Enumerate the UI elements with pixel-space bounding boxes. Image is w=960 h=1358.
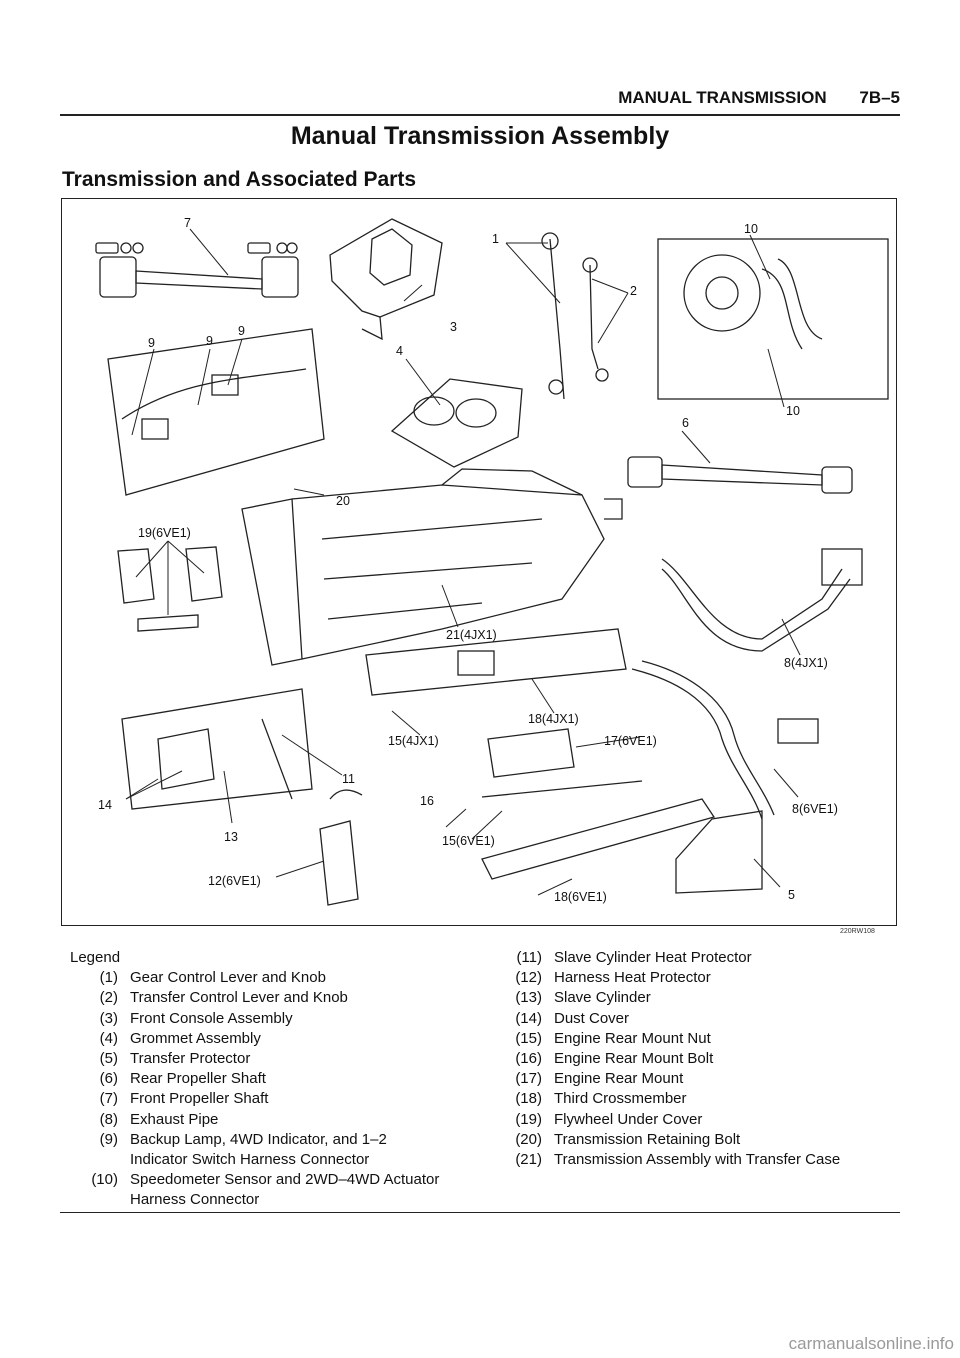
legend-item: (4)Grommet Assembly — [99, 1029, 261, 1047]
legend-right-column: (11)Slave Cylinder Heat Protector (12)Ha… — [492, 948, 912, 1170]
legend-left-column: Legend (1)Gear Control Lever and Knob (2… — [68, 948, 488, 1211]
transmission-assembly-illustration — [241, 468, 623, 666]
callout: 21(4JX1) — [446, 628, 497, 642]
legend-item: (18)Third Crossmember — [515, 1090, 687, 1108]
callout: 12(6VE1) — [208, 874, 261, 888]
callout: 4 — [396, 344, 403, 358]
callout: 8(4JX1) — [784, 656, 828, 670]
engine-rear-mount-6ve1-illustration — [481, 728, 643, 798]
callout: 10 — [744, 222, 758, 236]
grommet-assembly-illustration — [390, 378, 523, 468]
diagram-drawing: 7 1 2 10 10 3 4 6 9 9 9 20 19(6VE1) 21(4… — [95, 216, 889, 906]
page-title: Manual Transmission Assembly — [290, 122, 670, 150]
callout: 6 — [682, 416, 689, 430]
legend-item: (5)Transfer Protector — [99, 1050, 251, 1068]
section-subtitle: Transmission and Associated Parts — [62, 168, 417, 191]
callout: 8(6VE1) — [792, 802, 838, 816]
legend-item: (16)Engine Rear Mount Bolt — [515, 1050, 714, 1068]
legend-item: (17)Engine Rear Mount — [515, 1070, 684, 1088]
legend-item: (13)Slave Cylinder — [515, 989, 651, 1007]
callout: 20 — [336, 494, 350, 508]
legend-item: (3)Front Console Assembly — [99, 1009, 293, 1027]
legend-item: (20)Transmission Retaining Bolt — [515, 1130, 741, 1148]
slave-cylinder-area-illustration — [121, 688, 313, 810]
legend-item: (12)Harness Heat Protector — [515, 969, 711, 987]
transfer-protector-illustration — [675, 810, 763, 894]
legend-item: (7)Front Propeller Shaft — [99, 1090, 269, 1108]
flywheel-under-cover-illustration — [117, 546, 223, 632]
legend-item: (11)Slave Cylinder Heat Protector — [516, 949, 752, 966]
legend-item: (21)Transmission Assembly with Transfer … — [515, 1151, 841, 1169]
callout: 9 — [206, 334, 213, 348]
legend-item: (6)Rear Propeller Shaft — [99, 1070, 266, 1088]
callout: 2 — [630, 284, 637, 298]
legend-item: (14)Dust Cover — [515, 1009, 630, 1027]
exploded-parts-diagram: 7 1 2 10 10 3 4 6 9 9 9 20 19(6VE1) 21(4… — [61, 198, 897, 926]
third-crossmember-6ve1-illustration — [481, 798, 716, 880]
legend-item: (2)Transfer Control Lever and Knob — [99, 989, 348, 1007]
rear-propeller-shaft-illustration — [627, 456, 853, 494]
legend-title: Legend — [70, 949, 121, 966]
legend-item: (15)Engine Rear Mount Nut — [515, 1029, 711, 1047]
callout-labels: 7 1 2 10 10 3 4 6 9 9 9 20 19(6VE1) 21(4… — [98, 216, 838, 904]
callout: 19(6VE1) — [138, 526, 191, 540]
harness-heat-protector-illustration — [319, 789, 363, 906]
callout: 10 — [786, 404, 800, 418]
callout: 9 — [238, 324, 245, 338]
front-console-illustration — [329, 218, 443, 341]
harness-connector-area-illustration — [107, 328, 325, 496]
footer-rule — [60, 1212, 900, 1213]
section-title: MANUAL TRANSMISSION — [618, 88, 827, 107]
legend-item: (10)Speedometer Sensor and 2WD–4WD Actua… — [91, 1171, 440, 1189]
exhaust-pipe-6ve1-illustration — [631, 660, 819, 820]
callout: 15(6VE1) — [442, 834, 495, 848]
callout: 13 — [224, 830, 238, 844]
legend-item: (19)Flywheel Under Cover — [515, 1110, 703, 1128]
watermark-text: carmanualsonline.info — [788, 1334, 954, 1353]
callout: 11 — [342, 772, 355, 786]
callout: 16 — [420, 794, 434, 808]
control-levers-illustration — [541, 232, 609, 400]
legend-item-continued: Harness Connector — [130, 1191, 260, 1209]
header-rule — [60, 114, 900, 116]
callout: 17(6VE1) — [604, 734, 657, 748]
callout: 5 — [788, 888, 795, 902]
callout: 15(4JX1) — [388, 734, 439, 748]
front-propeller-shaft-illustration — [95, 242, 299, 298]
legend-item: (9)Backup Lamp, 4WD Indicator, and 1–2 — [99, 1130, 387, 1148]
exhaust-pipe-4jx1-illustration — [661, 548, 863, 652]
callout: 18(4JX1) — [528, 712, 579, 726]
figure-code: 220RW108 — [840, 928, 875, 935]
legend-item: (8)Exhaust Pipe — [99, 1110, 219, 1128]
callout: 3 — [450, 320, 457, 334]
third-crossmember-4jx1-illustration — [365, 628, 627, 696]
callout: 14 — [98, 798, 112, 812]
page-header: MANUAL TRANSMISSION 7B–5 — [60, 88, 900, 114]
page-number: 7B–5 — [859, 88, 900, 107]
callout: 18(6VE1) — [554, 890, 607, 904]
callout: 9 — [148, 336, 155, 350]
callout: 1 — [492, 232, 499, 246]
legend-item-continued: Indicator Switch Harness Connector — [130, 1151, 370, 1169]
legend-item: (1)Gear Control Lever and Knob — [99, 969, 326, 987]
callout: 7 — [184, 216, 191, 230]
speedometer-sensor-area-illustration — [657, 238, 889, 400]
